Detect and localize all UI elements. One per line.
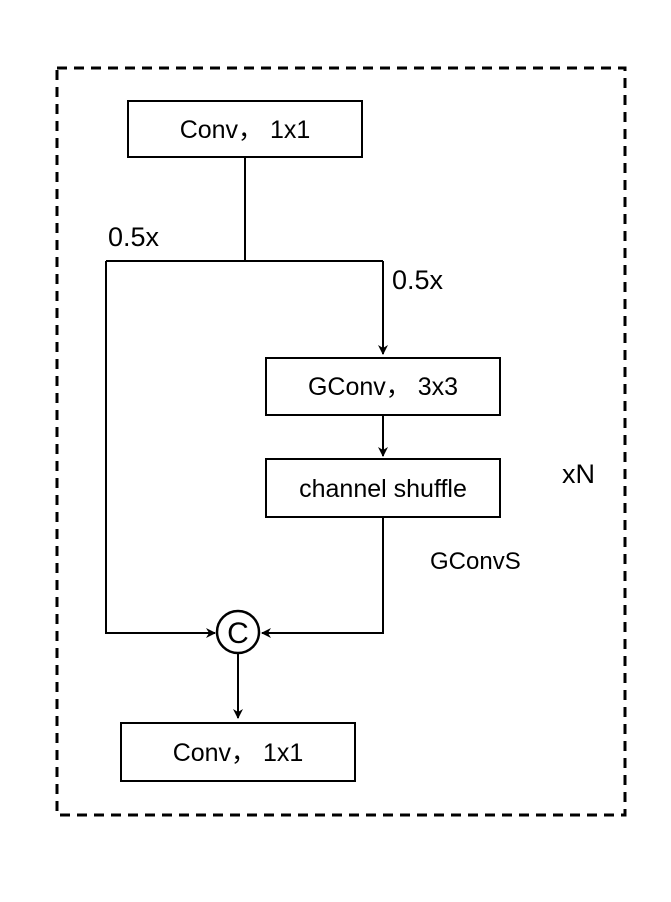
gconv-3x3-label: GConv， 3x3	[308, 373, 458, 401]
conv-1x1-top-label: Conv， 1x1	[180, 116, 311, 144]
concat-node: C	[215, 609, 261, 655]
repeat-boundary	[55, 66, 627, 817]
gconv-3x3-node: GConv， 3x3	[265, 357, 501, 416]
conv-1x1-top-node: Conv， 1x1	[127, 100, 363, 158]
shuffle-to-concat-edge	[261, 517, 384, 638]
left-branch-edge	[105, 261, 216, 638]
block-name-label: GConvS	[430, 548, 521, 575]
split-left-label: 0.5x	[108, 222, 160, 252]
channel-shuffle-node: channel shuffle	[265, 458, 501, 518]
conv-1x1-bottom-node: Conv， 1x1	[120, 722, 356, 782]
repeat-label: xN	[562, 459, 595, 489]
channel-shuffle-label: channel shuffle	[299, 475, 467, 503]
concat-symbol: C	[227, 617, 249, 650]
split-right-label: 0.5x	[392, 265, 444, 295]
conv-1x1-bottom-label: Conv， 1x1	[173, 739, 304, 767]
